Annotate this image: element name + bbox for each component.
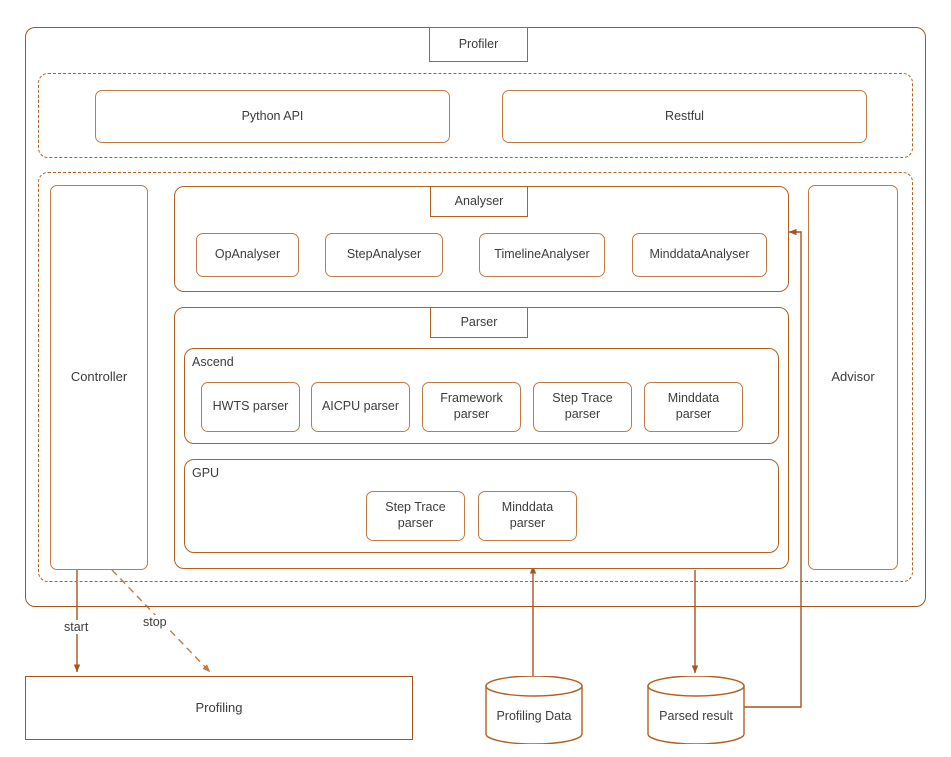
hwts-parser-box[interactable]: HWTS parser: [201, 382, 300, 432]
step-trace-parser-gpu-box[interactable]: Step Trace parser: [366, 491, 465, 541]
profiling-data-label: Profiling Data: [496, 709, 572, 723]
profiler-title-box: Profiler: [429, 27, 528, 62]
minddata-parser-ascend-box[interactable]: Minddata parser: [644, 382, 743, 432]
python-api-box[interactable]: Python API: [95, 90, 450, 143]
op-analyser-box[interactable]: OpAnalyser: [196, 233, 299, 277]
minddata-parser-ascend-label: Minddata parser: [667, 391, 720, 421]
step-analyser-label: StepAnalyser: [346, 247, 422, 262]
analyser-title-box: Analyser: [430, 186, 528, 217]
minddata-analyser-label: MinddataAnalyser: [649, 247, 750, 262]
parser-title-label: Parser: [460, 314, 498, 329]
analyser-title-label: Analyser: [454, 193, 504, 208]
hwts-parser-label: HWTS parser: [212, 399, 289, 414]
restful-label: Restful: [665, 108, 704, 123]
profiling-box[interactable]: Profiling: [25, 676, 413, 740]
step-trace-parser-gpu-label: Step Trace parser: [385, 500, 446, 530]
profiler-title-label: Profiler: [458, 36, 499, 51]
gpu-label: GPU: [192, 466, 220, 480]
minddata-analyser-box[interactable]: MinddataAnalyser: [632, 233, 767, 277]
profiling-data-cylinder[interactable]: [484, 676, 584, 744]
restful-box[interactable]: Restful: [502, 90, 867, 143]
edge-label-stop: stop: [141, 615, 169, 629]
edge-label-start: start: [62, 620, 91, 634]
advisor-box[interactable]: Advisor: [808, 185, 898, 570]
step-trace-parser-ascend-label: Step Trace parser: [552, 391, 613, 421]
op-analyser-label: OpAnalyser: [214, 247, 281, 262]
step-trace-parser-ascend-box[interactable]: Step Trace parser: [533, 382, 632, 432]
timeline-analyser-box[interactable]: TimelineAnalyser: [479, 233, 605, 277]
core-layer-dashed-frame: [38, 172, 913, 582]
minddata-parser-gpu-label: Minddata parser: [501, 500, 554, 530]
controller-box[interactable]: Controller: [50, 185, 148, 570]
parser-title-box: Parser: [430, 307, 528, 338]
framework-parser-box[interactable]: Framework parser: [422, 382, 521, 432]
python-api-label: Python API: [241, 108, 304, 123]
aicpu-parser-box[interactable]: AICPU parser: [311, 382, 410, 432]
parsed-result-label: Parsed result: [659, 709, 733, 723]
controller-label: Controller: [70, 369, 128, 385]
step-analyser-box[interactable]: StepAnalyser: [325, 233, 443, 277]
timeline-analyser-label: TimelineAnalyser: [494, 247, 590, 262]
advisor-label: Advisor: [831, 369, 875, 385]
framework-parser-label: Framework parser: [440, 391, 503, 421]
api-layer-dashed-frame: [38, 73, 913, 158]
minddata-parser-gpu-box[interactable]: Minddata parser: [478, 491, 577, 541]
ascend-label: Ascend: [192, 355, 234, 369]
aicpu-parser-label: AICPU parser: [321, 399, 400, 414]
profiling-label: Profiling: [195, 699, 243, 715]
parsed-result-cylinder[interactable]: [646, 676, 746, 744]
